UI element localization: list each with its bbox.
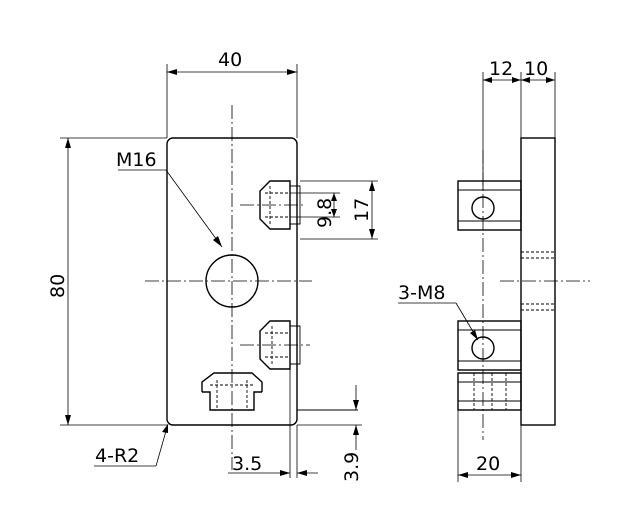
m16-hole <box>205 254 259 308</box>
lower-tslot-nut <box>240 320 310 370</box>
side-view: 12 10 3-M8 20 <box>398 58 590 482</box>
width-dim-text: 40 <box>218 49 242 71</box>
step-dim-text: 3.9 <box>341 452 363 482</box>
corner-radius-leader: 4-R2 <box>94 423 169 467</box>
m16-label: M16 <box>116 149 157 171</box>
corner-radius-label: 4-R2 <box>95 445 139 467</box>
offset-dim-text: 3.5 <box>232 453 262 475</box>
m16-leader: M16 <box>116 149 223 248</box>
height-dim-text: 80 <box>47 274 69 298</box>
slot-dimensions: 9.8 17 <box>290 180 378 240</box>
side-bottom-dim-text: 20 <box>476 453 500 475</box>
upper-tslot-nut <box>240 180 305 230</box>
side-upper-nut <box>457 180 522 231</box>
side-dim-a-text: 12 <box>489 58 513 80</box>
top-dimensions: 12 10 <box>482 58 556 190</box>
step-dimension: 3.9 <box>297 385 363 482</box>
side-bottom-nut <box>457 372 522 411</box>
width-dimension: 40 <box>166 49 298 138</box>
bottom-tslot-nut <box>201 372 263 411</box>
side-lower-nut <box>457 320 522 371</box>
height-dimension: 80 <box>47 137 167 426</box>
side-dim-b-text: 10 <box>524 58 548 80</box>
m8-label: 3-M8 <box>398 282 445 304</box>
slot-large-dim-text: 17 <box>351 198 373 222</box>
slot-small-dim-text: 9.8 <box>314 198 336 228</box>
offset-dimension: 3.5 <box>228 369 318 478</box>
bottom-dimension: 20 <box>457 410 522 482</box>
side-plate-outline <box>520 137 556 426</box>
m8-leader: 3-M8 <box>398 282 479 341</box>
front-view: 40 80 M16 9.8 <box>47 49 378 482</box>
